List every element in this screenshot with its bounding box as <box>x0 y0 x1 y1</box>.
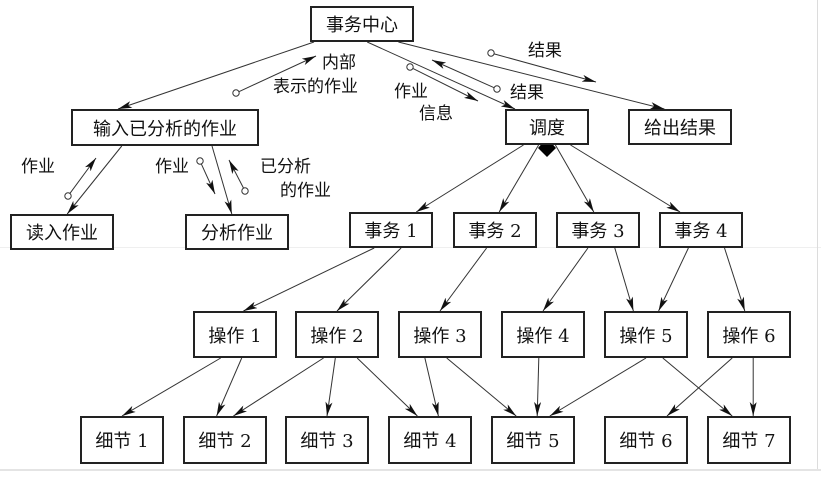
flow-analyzed-job-tail-circle <box>241 187 249 195</box>
node-detail-1: 细节 1 <box>80 416 164 464</box>
node-operation-6: 操作 6 <box>707 311 791 358</box>
edge-input-read <box>66 145 123 215</box>
label-analyzed-job-line1: 已分析 <box>260 157 311 177</box>
flow-analyzed-job-arrow <box>228 159 244 189</box>
edge-t3-o5 <box>614 247 634 312</box>
frame-bottom-edge <box>0 469 821 471</box>
node-detail-3: 细节 3 <box>285 416 369 464</box>
node-transaction-center: 事务中心 <box>310 6 414 42</box>
edge-t2-o3 <box>439 247 488 312</box>
edge-o2-d2 <box>233 357 324 417</box>
node-detail-7: 细节 7 <box>707 416 791 464</box>
edge-o2-d4 <box>356 357 418 417</box>
label-job-to-analyze: 作业 <box>155 157 189 177</box>
node-input-analyzed-job: 输入已分析的作业 <box>71 109 259 146</box>
node-detail-4: 细节 4 <box>388 416 472 464</box>
edge-t1-o2 <box>336 247 402 312</box>
flow-internal-job-arrow <box>238 55 317 93</box>
edge-o6-d6 <box>666 357 733 417</box>
edge-center-input <box>117 41 315 110</box>
node-transaction-3: 事务 3 <box>556 212 640 248</box>
edge-t3-o4 <box>542 247 589 312</box>
flow-result-to-output-arrow <box>493 53 597 83</box>
transaction-selector-diamond <box>538 138 556 157</box>
node-detail-2: 细节 2 <box>183 416 267 464</box>
label-analyzed-job-line2: 的作业 <box>280 181 331 201</box>
node-read-job: 读入作业 <box>10 214 114 250</box>
edge-dispatch-t4 <box>570 144 681 213</box>
edge-o1-d1 <box>121 357 221 417</box>
edge-t1-o1 <box>243 247 375 312</box>
flow-job-from-read-arrow <box>69 157 97 194</box>
flow-result-to-output-tail-circle <box>487 49 495 57</box>
node-detail-5: 细节 5 <box>491 416 575 464</box>
edge-o3-d5 <box>446 357 517 417</box>
label-internal-job-line2: 表示的作业 <box>273 77 358 97</box>
flow-job-info-arrow <box>412 67 479 102</box>
flow-internal-job-tail-circle <box>232 89 240 97</box>
flow-job-from-read-tail-circle <box>64 192 72 200</box>
edge-center-dispatch <box>366 41 516 110</box>
label-result-to-center: 结果 <box>510 83 544 103</box>
edge-o5-d5 <box>549 357 647 417</box>
edge-o2-d3 <box>325 357 336 417</box>
edge-dispatch-t2 <box>498 144 540 213</box>
edge-dispatch-t1 <box>415 144 524 213</box>
flow-job-info-tail-circle <box>406 63 414 71</box>
flow-job-to-analyze-arrow <box>200 163 216 195</box>
edge-t4-o6 <box>724 247 746 312</box>
flow-result-to-center-arrow <box>431 59 495 89</box>
label-result-to-output: 结果 <box>528 41 562 61</box>
edge-o5-d7 <box>662 357 733 417</box>
node-operation-3: 操作 3 <box>398 311 482 358</box>
flow-result-to-center-tail-circle <box>493 85 501 93</box>
flow-job-to-analyze-tail-circle <box>196 157 204 165</box>
label-job-info-line1: 作业 <box>394 82 428 102</box>
edge-center-output <box>398 41 665 110</box>
node-operation-1: 操作 1 <box>193 311 277 358</box>
node-operation-5: 操作 5 <box>604 311 688 358</box>
node-analyze-job: 分析作业 <box>185 214 289 250</box>
edge-o3-d4 <box>424 357 439 417</box>
label-job-info-line2: 信息 <box>419 104 453 124</box>
edge-o4-d5 <box>534 357 542 417</box>
node-operation-2: 操作 2 <box>295 311 379 358</box>
node-transaction-1: 事务 1 <box>349 212 433 248</box>
frame-right-edge <box>817 0 818 470</box>
node-transaction-4: 事务 4 <box>659 212 743 248</box>
node-operation-4: 操作 4 <box>501 311 585 358</box>
edge-input-analyze <box>211 145 233 215</box>
edge-t4-o5 <box>658 247 689 312</box>
label-job-from-read: 作业 <box>21 157 55 177</box>
node-dispatch: 调度 <box>505 109 589 145</box>
node-detail-6: 细节 6 <box>604 416 688 464</box>
node-give-result: 给出结果 <box>628 109 732 145</box>
label-internal-job-line1: 内部 <box>322 53 356 73</box>
edge-o1-d2 <box>216 357 243 417</box>
node-transaction-2: 事务 2 <box>453 212 537 248</box>
edge-dispatch-t3 <box>554 144 595 213</box>
